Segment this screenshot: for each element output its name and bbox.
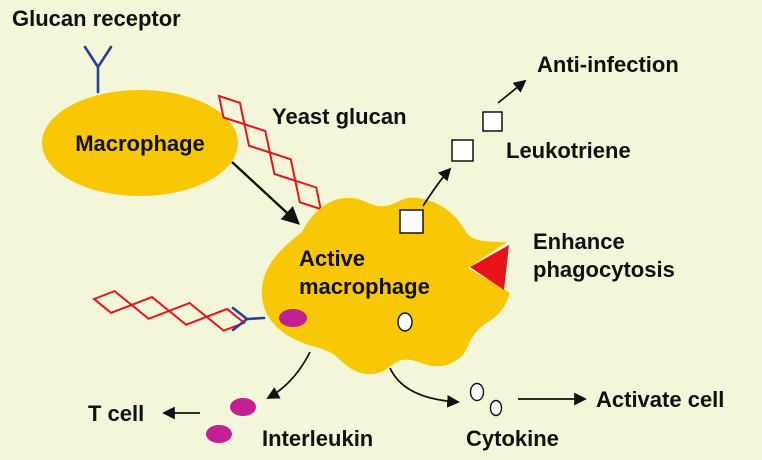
label-macrophage: Macrophage: [75, 131, 205, 156]
receptor-branch-left: [231, 306, 249, 321]
label-glucan-receptor: Glucan receptor: [12, 6, 181, 31]
arrow-leukotriene-release: [422, 167, 452, 207]
arrow-leukotriene-to-anti-infection: [497, 79, 527, 104]
phagocytosis-wedge-icon: [470, 245, 509, 290]
receptor-branch-right: [231, 317, 249, 332]
label-t-cell: T cell: [88, 401, 144, 426]
leukotriene-particle-icon: [482, 111, 503, 132]
label-active-macrophage-line1: Active: [299, 246, 365, 271]
label-leukotriene: Leukotriene: [506, 138, 631, 163]
label-interleukin: Interleukin: [262, 426, 373, 451]
label-cytokine: Cytokine: [466, 426, 559, 451]
receptor-stem: [245, 316, 266, 321]
cytokine-particle-icon: [489, 399, 503, 417]
arrow-to-interleukin: [266, 351, 311, 399]
label-active-macrophage-line2: macrophage: [299, 274, 430, 299]
interleukin-particle-icon: [230, 398, 256, 416]
leukotriene-particle-icon: [451, 139, 474, 162]
receptor-branch-left: [83, 45, 100, 69]
interleukin-particle-icon: [279, 309, 307, 327]
label-enhance-phagocytosis-line1: Enhance: [533, 229, 625, 254]
leukotriene-particle-icon: [399, 209, 424, 234]
label-enhance-phagocytosis-line2: phagocytosis: [533, 257, 675, 282]
macrophage-cell: [42, 90, 238, 196]
yeast-glucan-chain-bound-icon: [92, 289, 247, 332]
cytokine-particle-icon: [469, 382, 485, 402]
label-activate-cell: Activate cell: [596, 387, 724, 412]
receptor-branch-right: [96, 45, 113, 69]
cytokine-particle-icon: [397, 312, 413, 332]
interleukin-particle-icon: [206, 425, 232, 443]
active-macrophage-cell: [261, 197, 510, 375]
bound-receptor-icon: [231, 306, 266, 332]
glucan-receptor-icon: [83, 45, 113, 94]
label-yeast-glucan: Yeast glucan: [272, 104, 407, 129]
arrow-cytokine-release: [389, 367, 460, 408]
arrow-macrophage-to-active: [231, 161, 300, 225]
label-anti-infection: Anti-infection: [537, 52, 679, 77]
